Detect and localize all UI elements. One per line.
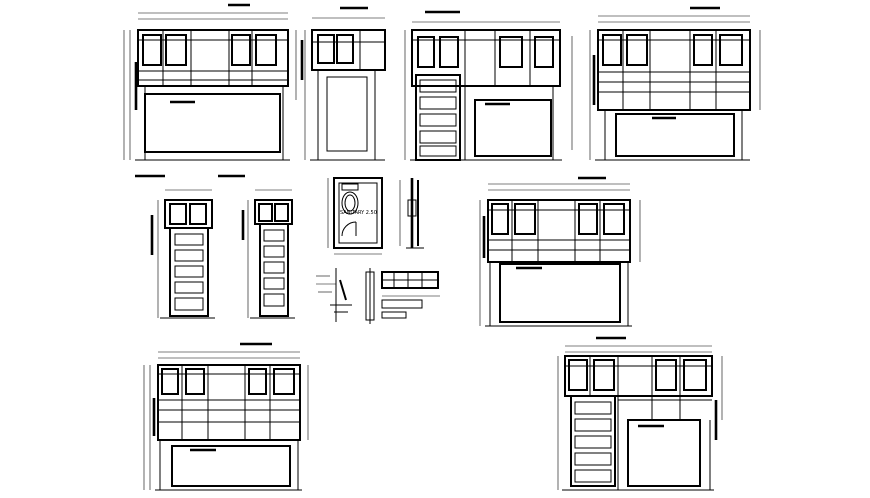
elevation-cabinet-7	[557, 336, 723, 491]
elevation-tall-cabinet-b	[218, 174, 295, 319]
elevation-cabinet-6	[143, 342, 309, 491]
construction-details	[316, 268, 440, 324]
elevation-tall-cabinet-a	[135, 174, 215, 319]
toilet-plan: SANITARY 2.50	[327, 177, 383, 255]
elevation-cabinet-3	[404, 10, 573, 161]
elevation-cabinet-1	[123, 3, 297, 161]
elevation-cabinet-2	[300, 6, 386, 161]
toilet-note-label: SANITARY 2.50	[340, 210, 377, 216]
elevation-cabinet-5	[479, 176, 641, 327]
section-detail-vertical	[399, 178, 424, 249]
elevation-cabinet-4	[589, 6, 761, 161]
